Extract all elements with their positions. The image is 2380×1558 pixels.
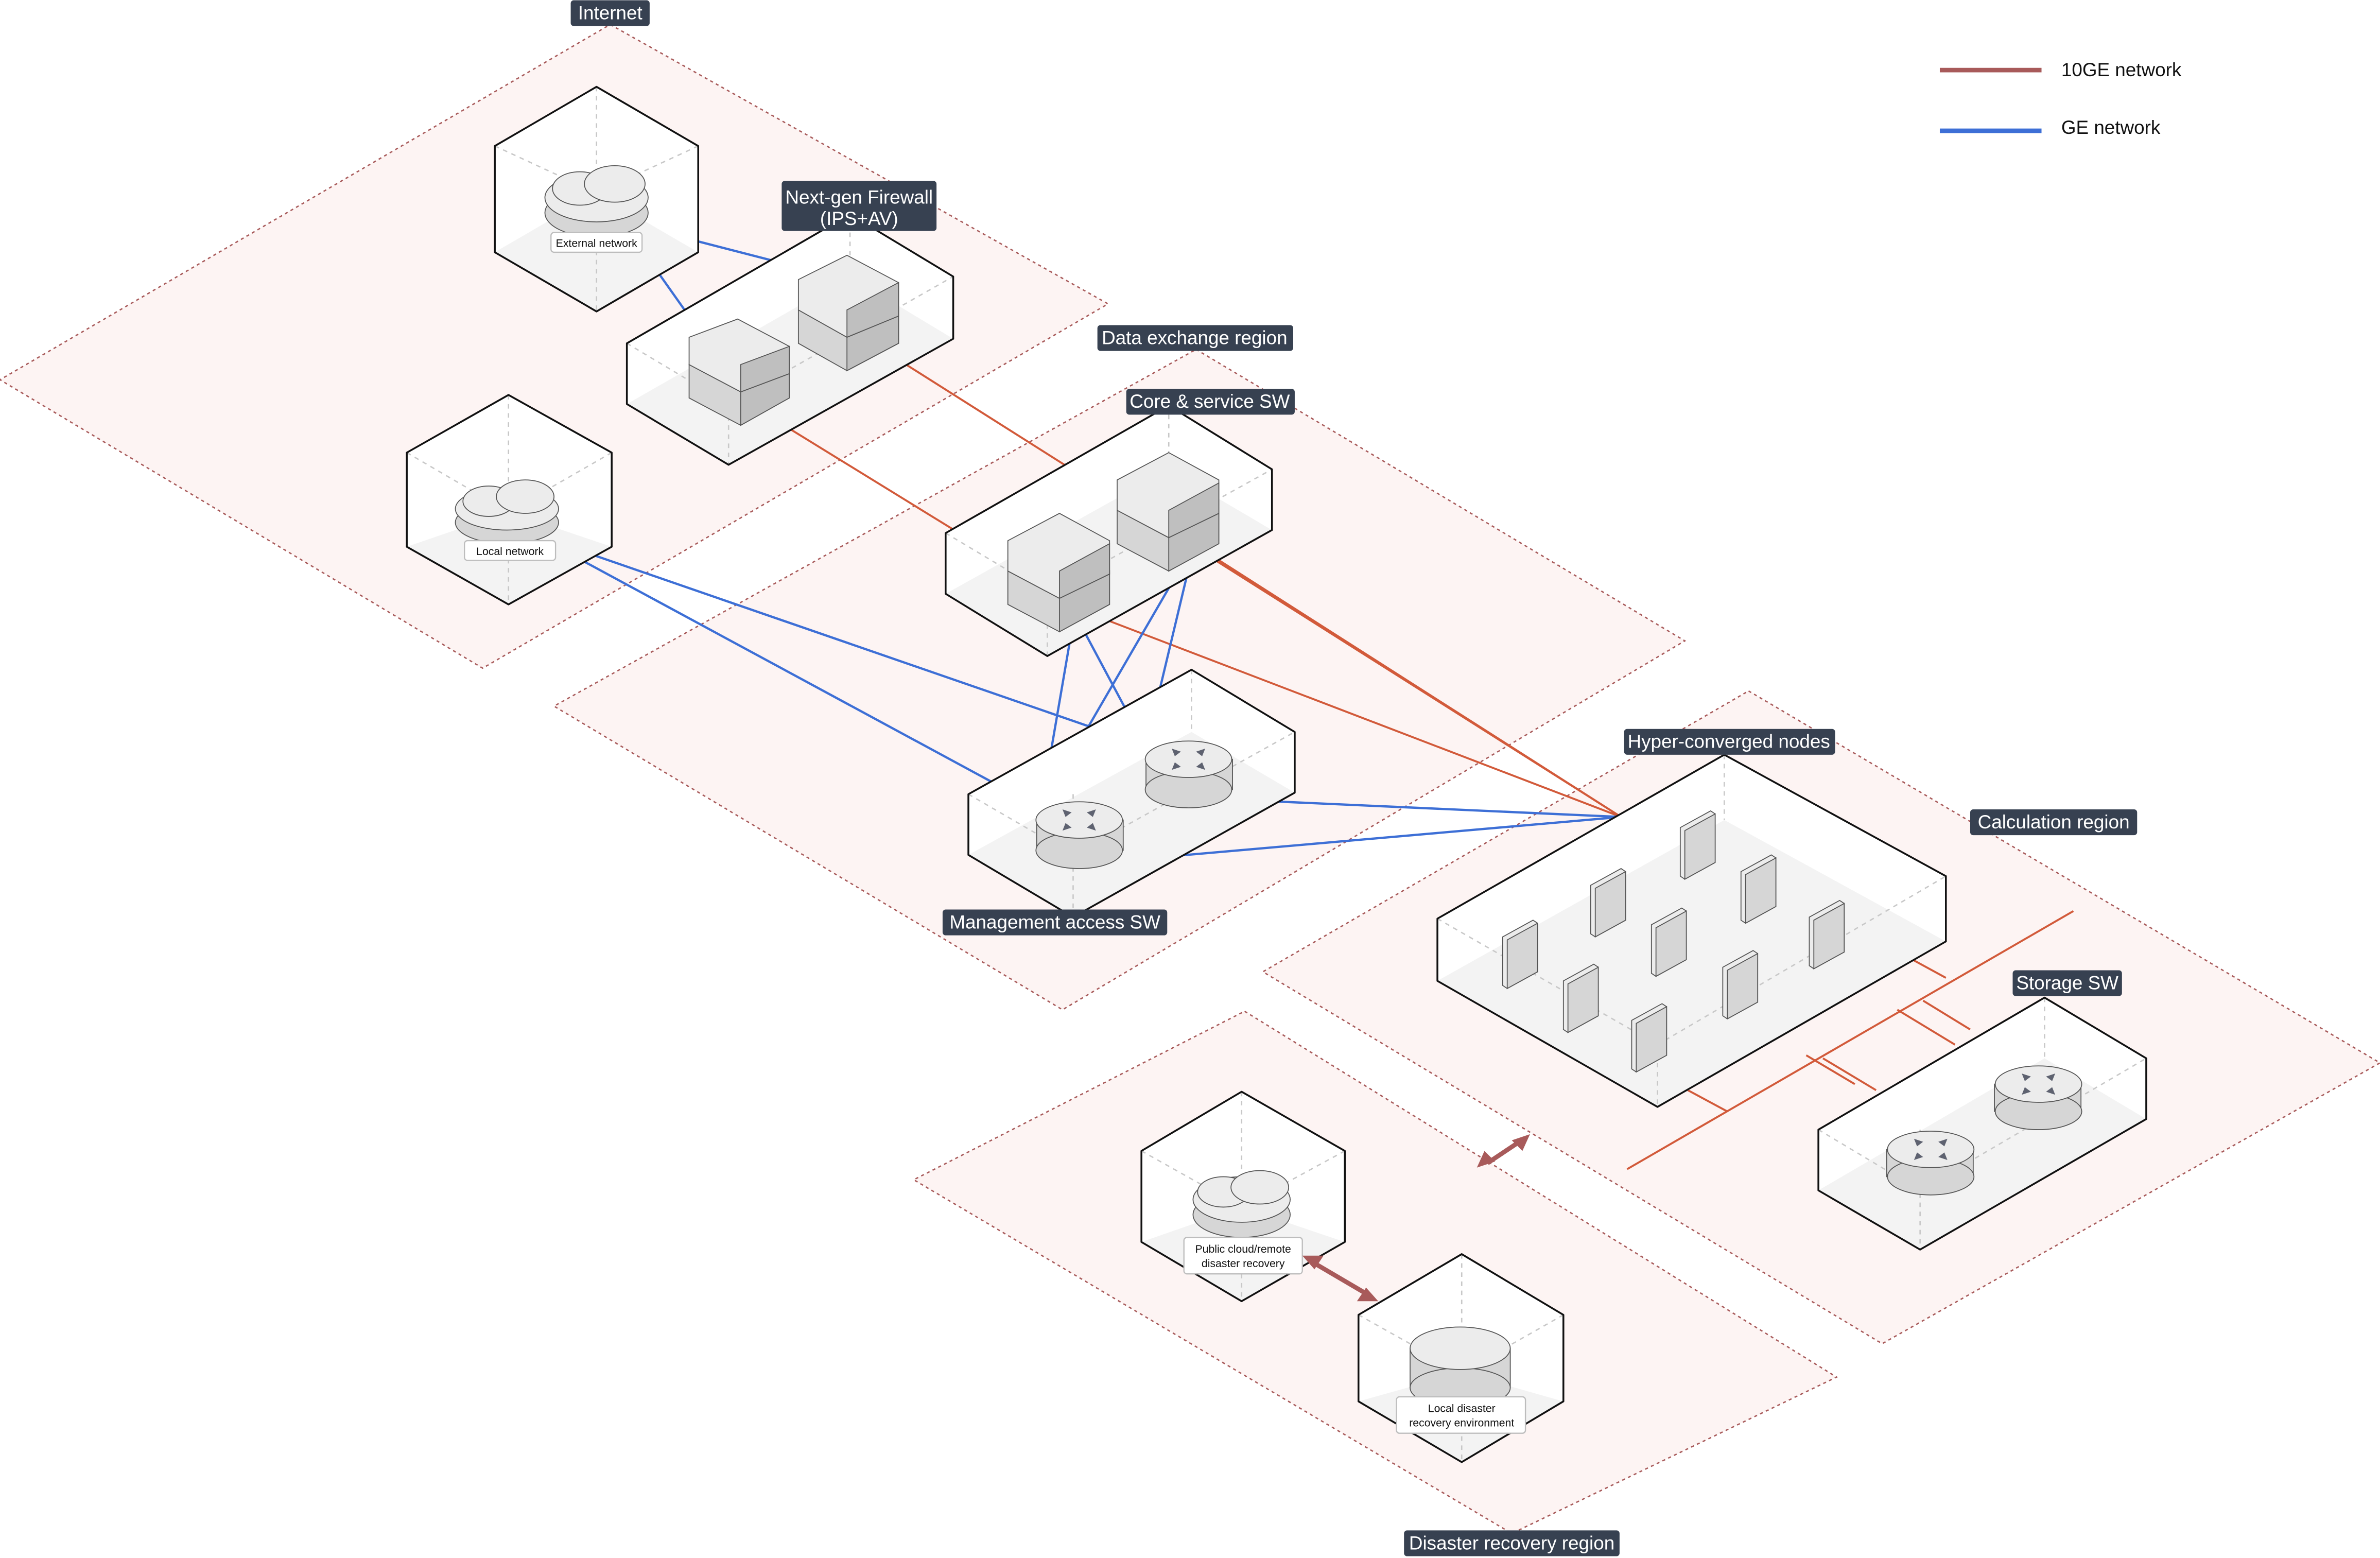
bus-drop-4 [1912,959,1947,979]
firewall-label-line2: (IPS+AV) [820,208,898,229]
core-switch-tag: Core & service SW [1126,389,1295,415]
region-tag-disaster-recovery: Disaster recovery region [1404,1530,1620,1556]
region-label-data-exchange: Data exchange region [1102,327,1288,348]
external-network-node[interactable]: External network [494,85,700,313]
legend: 10GE network GE network [1939,59,2182,138]
storage-switch-group[interactable]: Storage SW [1817,970,2147,1251]
local-dr-label-line1: Local disaster [1428,1403,1496,1414]
region-tag-data-exchange: Data exchange region [1097,325,1293,351]
local-network-label: Local network [476,546,544,558]
server-rack-icon [1590,868,1626,938]
hyper-converged-nodes-group[interactable]: Hyper-converged nodes [1436,729,1947,1108]
storage-switch-tag: Storage SW [2012,970,2122,996]
cloud-icon [544,165,649,238]
legend-item-10ge: 10GE network [1939,59,2182,80]
server-nodes [1502,810,1845,1073]
region-label-internet: Internet [578,2,642,23]
server-rack-icon [1651,907,1687,977]
local-dr-node[interactable]: Local disaster recovery environment [1357,1253,1565,1463]
region-tag-internet: Internet [570,0,650,26]
local-network-node[interactable]: Local network [406,394,613,605]
cloud-icon [1192,1170,1291,1238]
bus-drop-3 [1897,1009,1956,1046]
database-icon [1410,1326,1511,1408]
storage-bus [1626,910,2074,1170]
link-mgmt-to-hci-a [1117,816,1622,862]
link-core-to-hci-b [1192,543,1622,818]
region-tag-calculation: Calculation region [1970,809,2138,836]
core-service-switch-group[interactable]: Core & service SW [945,389,1295,657]
management-switch-label: Management access SW [949,911,1160,932]
region-disaster-recovery [912,1010,1838,1534]
firewall-appliance-icon [797,254,899,372]
firewall-label-line1: Next-gen Firewall [785,187,933,208]
management-switch-group[interactable]: Management access SW [942,668,1296,936]
core-switch-label: Core & service SW [1130,391,1290,412]
router-icon [1144,740,1233,808]
link-mgmt-to-hci-b [1214,798,1621,818]
bus-drop-1 [1687,1089,1728,1113]
legend-label-ge: GE network [2061,117,2161,138]
public-cloud-dr-node[interactable]: Public cloud/remote disaster recovery [1140,1090,1346,1302]
management-switch-tag: Management access SW [942,909,1168,936]
server-rack-icon [1722,950,1759,1020]
hyper-converged-label: Hyper-converged nodes [1628,731,1830,752]
public-cloud-label-line2: disaster recovery [1202,1258,1285,1270]
bus-drop-5 [1822,1057,1877,1092]
region-label-calculation: Calculation region [1978,811,2130,833]
router-icon [1035,801,1124,869]
public-cloud-callout: Public cloud/remote disaster recovery [1183,1237,1303,1275]
replication-arrow-cloud-local [1302,1255,1379,1302]
link-local-to-mgmt-b [534,533,1150,749]
switch-appliance-icon [1117,452,1220,572]
region-label-disaster-recovery: Disaster recovery region [1409,1532,1614,1553]
link-local-to-mgmt-a [533,533,1040,809]
legend-item-ge: GE network [1939,117,2161,138]
switch-appliance-icon [1007,513,1110,633]
firewall-appliance-icon [688,318,790,426]
link-core-to-hci-a [1089,612,1622,818]
public-cloud-label-line1: Public cloud/remote [1195,1243,1291,1255]
external-network-label: External network [556,238,637,250]
firewall-group[interactable]: Next-gen Firewall (IPS+AV) [626,181,954,466]
region-data-exchange [552,349,1687,1011]
local-dr-callout: Local disaster recovery environment [1396,1396,1526,1434]
bus-drop-2 [1805,1054,1855,1085]
server-rack-icon [1502,920,1538,990]
router-icon [1886,1131,1975,1196]
hyper-converged-tag: Hyper-converged nodes [1624,729,1835,755]
server-rack-icon [1740,854,1777,924]
storage-switch-label: Storage SW [2016,972,2118,993]
server-rack-icon [1562,963,1599,1033]
region-calculation [1261,690,2380,1345]
local-network-callout: Local network [464,540,557,561]
local-dr-label-line2: recovery environment [1409,1417,1514,1429]
external-network-callout: External network [550,232,643,253]
cloud-icon [455,479,559,544]
firewall-tag: Next-gen Firewall (IPS+AV) [781,181,937,231]
server-rack-icon [1679,810,1716,880]
server-rack-icon [1631,1003,1667,1073]
router-icon [1994,1065,2082,1130]
bus-drop-6 [1922,999,1971,1031]
replication-arrow-calc-dr [1476,1134,1530,1168]
legend-label-10ge: 10GE network [2061,59,2182,80]
server-rack-icon [1809,899,1845,970]
